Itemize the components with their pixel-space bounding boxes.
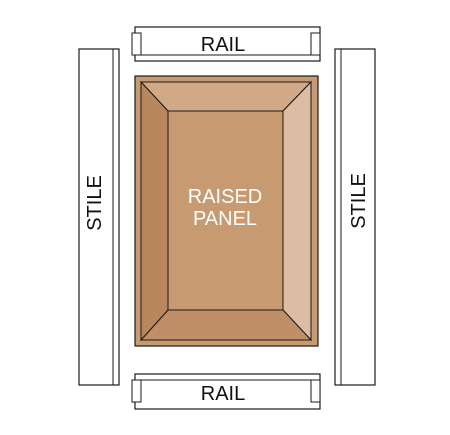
bottom-rail-label: RAIL: [201, 383, 245, 405]
top-rail-label: RAIL: [201, 34, 245, 56]
left-stile-body: [78, 48, 120, 386]
left-stile: STILE: [78, 48, 120, 386]
right-stile-body: [334, 48, 376, 386]
top-rail: RAIL: [131, 26, 321, 62]
panel-label-line1: RAISED: [188, 186, 262, 208]
bottom-rail-tenon-right: [310, 379, 321, 403]
panel-bevel-left: [140, 80, 169, 342]
panel-bevel-right: [282, 80, 312, 342]
raised-panel: RAISED PANEL: [134, 75, 319, 347]
right-stile-label: STILE: [348, 173, 370, 229]
panel-label-line2: PANEL: [193, 208, 257, 230]
bottom-rail-tenon-left: [131, 379, 142, 403]
bottom-rail: RAIL: [131, 373, 321, 410]
right-stile: STILE: [334, 48, 376, 386]
left-stile-label: STILE: [84, 175, 106, 231]
panel-bevel-top: [139, 81, 313, 112]
top-rail-tenon-right: [310, 32, 321, 56]
panel-bevel-bottom: [139, 309, 313, 341]
top-rail-tenon-left: [131, 32, 142, 56]
panel-center-field: [167, 110, 284, 311]
